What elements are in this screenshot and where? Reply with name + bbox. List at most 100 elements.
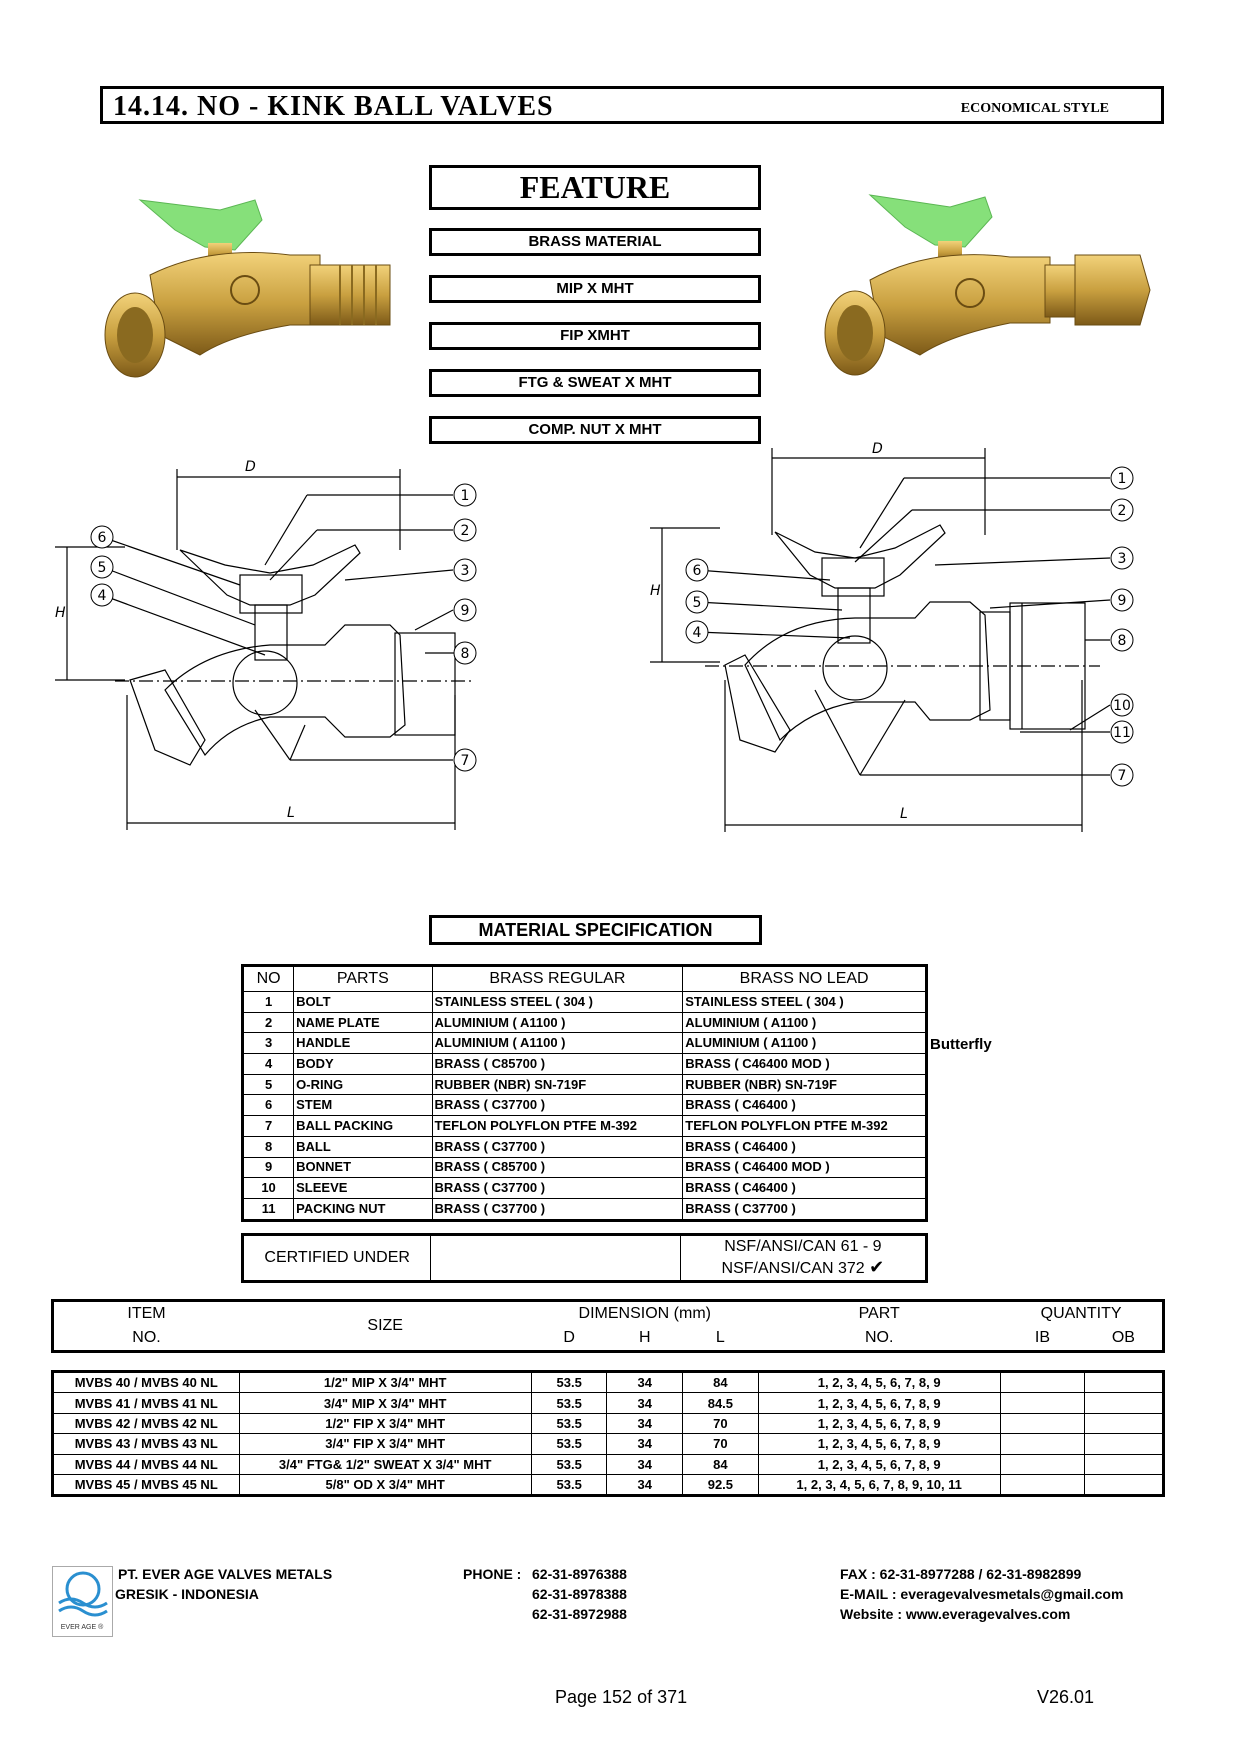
part-no-cell: 4 xyxy=(241,1053,295,1075)
brass-no-lead-cell: BRASS ( C46400 ) xyxy=(682,1094,927,1117)
website-address: Website : www.everagevalves.com xyxy=(840,1606,1071,1622)
header-h: H xyxy=(638,1329,651,1346)
size-cell: 3/4" MIP X 3/4" MHT xyxy=(238,1392,532,1414)
company-name: PT. EVER AGE VALVES METALS xyxy=(118,1566,333,1582)
email-address: E-MAIL : everagevalvesmetals@gmail.com xyxy=(840,1586,1124,1602)
callout-11: 11 xyxy=(1113,725,1131,741)
callout-6: 6 xyxy=(98,530,107,546)
callout-3: 3 xyxy=(1118,551,1127,567)
brass-regular-cell: ALUMINIUM ( A1100 ) xyxy=(431,1011,684,1034)
brass-regular-cell: BRASS ( C37700 ) xyxy=(431,1177,684,1199)
callout-7: 7 xyxy=(461,753,470,769)
cert-line-2: NSF/ANSI/CAN 372 ✔ xyxy=(682,1257,924,1279)
callout-3: 3 xyxy=(461,563,470,579)
item-no-cell: MVBS 42 / MVBS 42 NL xyxy=(52,1412,240,1435)
part-name-cell: PACKING NUT xyxy=(293,1197,433,1221)
brass-no-lead-cell: ALUMINIUM ( A1100 ) xyxy=(682,1011,927,1034)
dim-d-label: D xyxy=(872,441,883,457)
feature-heading: FEATURE xyxy=(429,165,761,210)
qty-ob-cell xyxy=(1084,1473,1164,1497)
qty-ob-cell xyxy=(1084,1453,1164,1475)
dim-h-label: H xyxy=(650,583,661,599)
feature-item: MIP X MHT xyxy=(429,275,761,303)
page-number: Page 152 of 371 xyxy=(555,1687,688,1707)
column-header: NO xyxy=(241,965,295,992)
dim-l-cell: 84 xyxy=(682,1453,759,1475)
dim-d-cell: 53.5 xyxy=(530,1453,608,1475)
part-name-cell: NAME PLATE xyxy=(293,1011,433,1034)
header-ob: OB xyxy=(1111,1329,1135,1346)
dim-l-cell: 84 xyxy=(682,1370,759,1394)
header-item: ITEM xyxy=(127,1305,166,1322)
part-no-cell: 11 xyxy=(241,1197,295,1221)
item-no-cell: MVBS 43 / MVBS 43 NL xyxy=(52,1433,240,1455)
callout-6: 6 xyxy=(693,563,702,579)
dim-d-label: D xyxy=(245,459,256,475)
material-spec-title: MATERIAL SPECIFICATION xyxy=(429,915,762,945)
callout-7: 7 xyxy=(1118,768,1127,784)
qty-ib-cell xyxy=(999,1412,1086,1435)
part-name-cell: HANDLE xyxy=(293,1032,433,1055)
qty-ob-cell xyxy=(1084,1433,1164,1455)
header-part-no: NO. xyxy=(864,1329,894,1346)
brass-no-lead-cell: TEFLON POLYFLON PTFE M-392 xyxy=(682,1115,927,1137)
part-no-cell: 2 xyxy=(241,1011,295,1034)
column-header: PARTS xyxy=(293,965,433,992)
dim-h-cell: 34 xyxy=(606,1433,684,1455)
wave-logo-icon: EVER AGE ® xyxy=(58,1571,108,1631)
part-name-cell: BALL PACKING xyxy=(293,1115,433,1137)
brass-no-lead-cell: BRASS ( C46400 MOD ) xyxy=(682,1156,927,1179)
technical-drawing-right: D H L 1 2 3 9 8 10 11 7 6 5 4 xyxy=(650,441,1134,832)
part-no-cell: 8 xyxy=(241,1135,295,1158)
feature-item: FTG & SWEAT X MHT xyxy=(429,369,761,397)
part-name-cell: BALL xyxy=(293,1135,433,1158)
table-header-row: NO PARTS BRASS REGULAR BRASS NO LEAD xyxy=(241,965,927,992)
qty-ib-cell xyxy=(999,1473,1086,1497)
part-no-cell: 1, 2, 3, 4, 5, 6, 7, 8, 9 xyxy=(757,1370,1001,1394)
part-no-cell: 1, 2, 3, 4, 5, 6, 7, 8, 9 xyxy=(757,1412,1001,1435)
dim-h-label: H xyxy=(55,605,66,621)
column-header: BRASS REGULAR xyxy=(431,965,684,992)
style-label: ECONOMICAL STYLE xyxy=(960,101,1109,116)
dim-l-label: L xyxy=(287,805,295,821)
callout-5: 5 xyxy=(693,595,702,611)
part-name-cell: BOLT xyxy=(293,991,433,1013)
brass-regular-cell: BRASS ( C85700 ) xyxy=(431,1053,684,1075)
dim-l-cell: 84.5 xyxy=(682,1392,759,1414)
company-logo: EVER AGE ® xyxy=(52,1566,113,1637)
size-cell: 1/2" MIP X 3/4" MHT xyxy=(238,1370,532,1394)
items-table-header: ITEM SIZE DIMENSION (mm) PART QUANTITY N… xyxy=(51,1299,1165,1353)
callout-8: 8 xyxy=(1118,633,1127,649)
callout-5: 5 xyxy=(98,560,107,576)
header-dimension: DIMENSION (mm) xyxy=(578,1305,711,1322)
phone-number: 62-31-8976388 xyxy=(532,1566,627,1582)
brass-no-lead-cell: ALUMINIUM ( A1100 ) xyxy=(682,1032,927,1055)
part-no-cell: 1, 2, 3, 4, 5, 6, 7, 8, 9, 10, 11 xyxy=(757,1473,1001,1497)
dim-l-cell: 92.5 xyxy=(682,1473,759,1497)
size-cell: 3/4" FIP X 3/4" MHT xyxy=(238,1433,532,1455)
dim-h-cell: 34 xyxy=(606,1370,684,1394)
brass-regular-cell: ALUMINIUM ( A1100 ) xyxy=(431,1032,684,1055)
feature-item: COMP. NUT X MHT xyxy=(429,416,761,444)
brass-regular-cell: BRASS ( C37700 ) xyxy=(431,1094,684,1117)
column-header: BRASS NO LEAD xyxy=(682,965,927,992)
dim-h-cell: 34 xyxy=(606,1412,684,1435)
part-name-cell: SLEEVE xyxy=(293,1177,433,1199)
part-no-cell: 1 xyxy=(241,991,295,1013)
callout-4: 4 xyxy=(693,625,702,641)
part-no-cell: 1, 2, 3, 4, 5, 6, 7, 8, 9 xyxy=(757,1392,1001,1414)
valve-photo-right xyxy=(824,194,1151,376)
cert-line: NSF/ANSI/CAN 61 - 9 xyxy=(724,1238,882,1255)
part-no-cell: 9 xyxy=(241,1156,295,1179)
